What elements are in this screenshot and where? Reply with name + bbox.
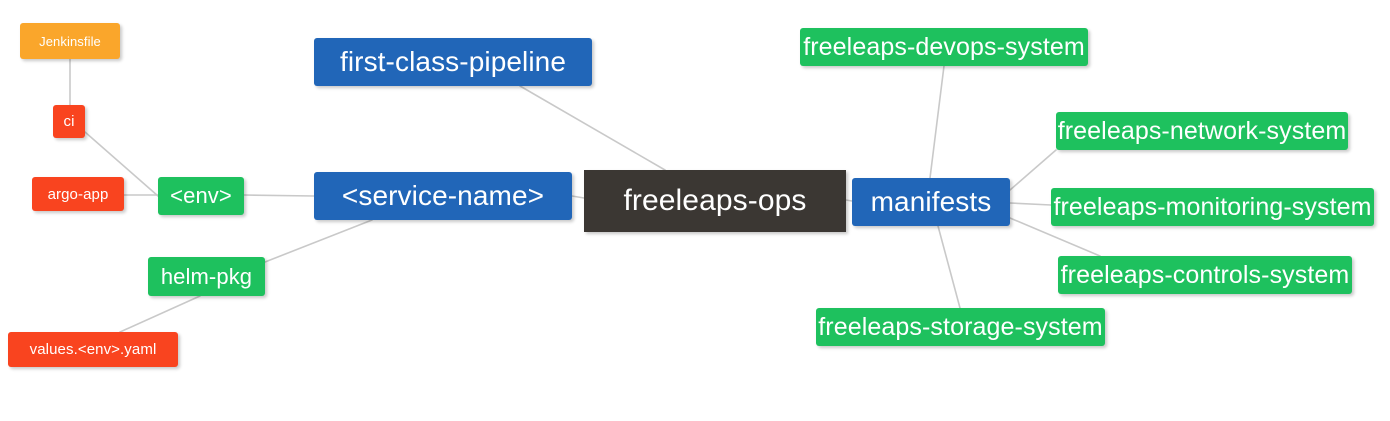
mindmap-node-env[interactable]: <env> (158, 177, 244, 215)
edge-helm-pkg-to-service-name (264, 219, 373, 263)
mindmap-node-monitoring-system[interactable]: freeleaps-monitoring-system (1051, 188, 1374, 226)
mindmap-node-argo-app[interactable]: argo-app (32, 177, 124, 211)
mindmap-node-helm-pkg[interactable]: helm-pkg (148, 257, 265, 296)
mindmap-node-values-yaml[interactable]: values.<env>.yaml (8, 332, 178, 367)
edge-env-to-service-name (243, 194, 315, 197)
mindmap-node-first-class-pipeline[interactable]: first-class-pipeline (314, 38, 592, 86)
edge-manifests-to-devops-system (929, 65, 945, 179)
mindmap-node-devops-system[interactable]: freeleaps-devops-system (800, 28, 1088, 66)
mindmap-node-jenkinsfile[interactable]: Jenkinsfile (20, 23, 120, 59)
mindmap-node-network-system[interactable]: freeleaps-network-system (1056, 112, 1348, 150)
mindmap-node-ci[interactable]: ci (53, 105, 85, 138)
mindmap-node-controls-system[interactable]: freeleaps-controls-system (1058, 256, 1352, 294)
edge-values-yaml-to-helm-pkg (119, 295, 201, 333)
edge-first-class-pipeline-to-freeleaps-ops (519, 85, 666, 171)
mindmap-node-service-name[interactable]: <service-name> (314, 172, 572, 220)
edge-manifests-to-storage-system (937, 225, 961, 309)
mindmap-node-storage-system[interactable]: freeleaps-storage-system (816, 308, 1105, 346)
mindmap-node-manifests[interactable]: manifests (852, 178, 1010, 226)
mindmap-node-freeleaps-ops[interactable]: freeleaps-ops (584, 170, 846, 232)
edge-manifests-to-network-system (1009, 149, 1057, 191)
edge-manifests-to-monitoring-system (1009, 202, 1052, 206)
edge-service-name-to-freeleaps-ops (571, 195, 585, 199)
